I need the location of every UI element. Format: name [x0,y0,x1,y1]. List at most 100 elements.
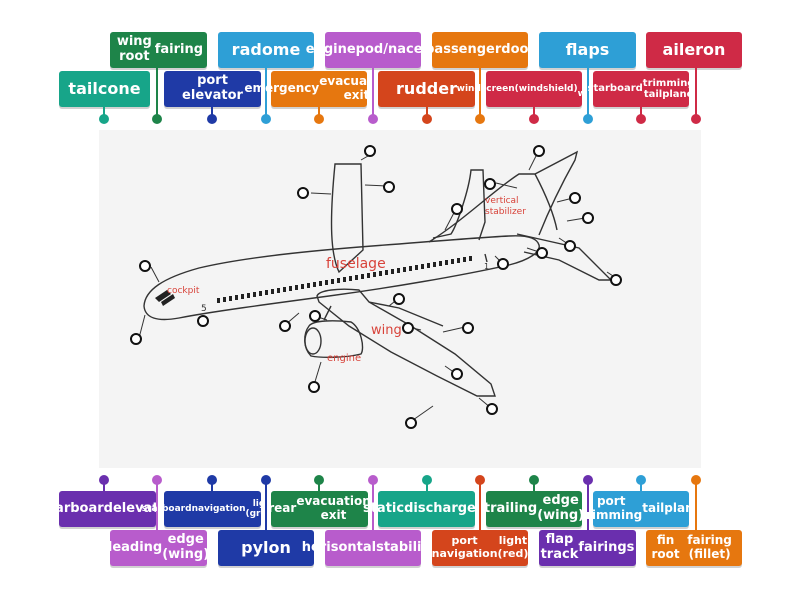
tile-pin [368,114,378,124]
tile-connector [533,107,535,119]
tile-line: flaps [565,39,610,59]
tile-pin [583,114,593,124]
tile-line: fairing [154,41,203,57]
tile-connector [103,107,105,119]
drop-zone-leading-edge[interactable] [308,381,320,393]
tile-pin [152,114,162,124]
tile-line: port trimming [580,494,643,522]
tile-pin [99,114,109,124]
drop-zone-aileron[interactable] [451,368,463,380]
drop-zone-stab-right[interactable] [564,240,576,252]
tile-line: starboard [587,83,643,95]
tile-connector [479,480,481,530]
tile-connector [103,480,105,491]
tile-pin [207,114,217,124]
drop-zone-tailcone[interactable] [610,274,622,286]
tile-connector [318,480,320,491]
drop-zone-wing-root[interactable] [393,293,405,305]
tile-radome[interactable]: radome [218,32,314,68]
tile-line: radome [231,39,301,59]
tile-connector [479,68,481,119]
tile-pin [529,114,539,124]
tile-tailcone[interactable]: tailcone [59,71,150,107]
drop-zone-tailplane[interactable] [582,212,594,224]
drop-zone-pylon[interactable] [309,310,321,322]
drop-zone-fin-root[interactable] [484,178,496,190]
drop-zone-nose-top[interactable] [139,260,151,272]
tile-line: (windshield) [514,83,578,94]
tile-connector [156,480,158,530]
label-engine: engine [327,353,362,364]
tile-pin [475,114,485,124]
drop-zone-tail-right[interactable] [569,192,581,204]
tile-pin [422,475,432,485]
label-door-number: 5 [201,304,207,314]
tile-line: door [501,41,535,57]
tile-pin [368,475,378,485]
tile-line: stabilizer [376,539,445,555]
tile-port-elevator[interactable]: port elevator [164,71,261,107]
tile-line: edge (wing) [162,532,210,562]
tile-aileron[interactable]: aileron [646,32,742,68]
tile-connector [426,480,428,491]
tile-line: emergency [244,81,320,96]
drop-zone-vstab-top[interactable] [533,145,545,157]
tile-line: engine [305,41,356,57]
drop-zone-flap-track[interactable] [402,322,414,334]
tile-connector [211,107,213,119]
tile-line: edge (wing) [537,493,585,523]
drop-zone-stab-lower[interactable] [536,247,548,259]
drop-zone-radome[interactable] [130,333,142,345]
tile-line: navigation [191,503,246,514]
tile-connector [265,68,267,119]
tile-line: aileron [662,39,726,59]
tile-connector [587,68,589,119]
tile-pylon[interactable]: pylon [218,530,314,566]
tile-line: port elevator [182,73,243,103]
drop-zone-flaps[interactable] [462,322,474,334]
tile-line: evacuation exit [296,494,371,522]
tile-line: windscreen [456,83,515,94]
tile-pin [475,475,485,485]
tile-rudder[interactable]: rudder [378,71,475,107]
tile-connector [695,68,697,119]
drop-zone-tail-edge[interactable] [451,203,463,215]
drop-zone-fin-top[interactable] [364,145,376,157]
label-rear-door-number: 1 [484,262,490,271]
tile-line: horisontal [301,539,377,555]
drop-zone-engine-pod[interactable] [279,320,291,332]
tile-starboard-navigation-light[interactable]: starboardnavigationlight (green) [142,491,283,527]
tile-flaps[interactable]: flaps [539,32,636,68]
tile-windscreen[interactable]: windscreen(windshield)and wipers [457,71,611,107]
tile-pin [152,475,162,485]
tile-connector [211,480,213,491]
tile-line: port navigation [431,534,498,560]
drop-zone-rear-exit[interactable] [497,258,509,270]
tile-connector [426,107,428,119]
tile-pin [691,475,701,485]
drop-zone-passenger-door[interactable] [197,315,209,327]
drop-zone-fin-right[interactable] [383,181,395,193]
tile-connector [265,480,267,530]
drop-zone-wingtip[interactable] [486,403,498,415]
tile-connector [695,480,697,530]
drop-zone-port-elevator[interactable] [297,187,309,199]
drop-zone-nav-light[interactable] [405,417,417,429]
tile-line: trailing [483,500,538,516]
tile-line: passenger [425,41,502,57]
